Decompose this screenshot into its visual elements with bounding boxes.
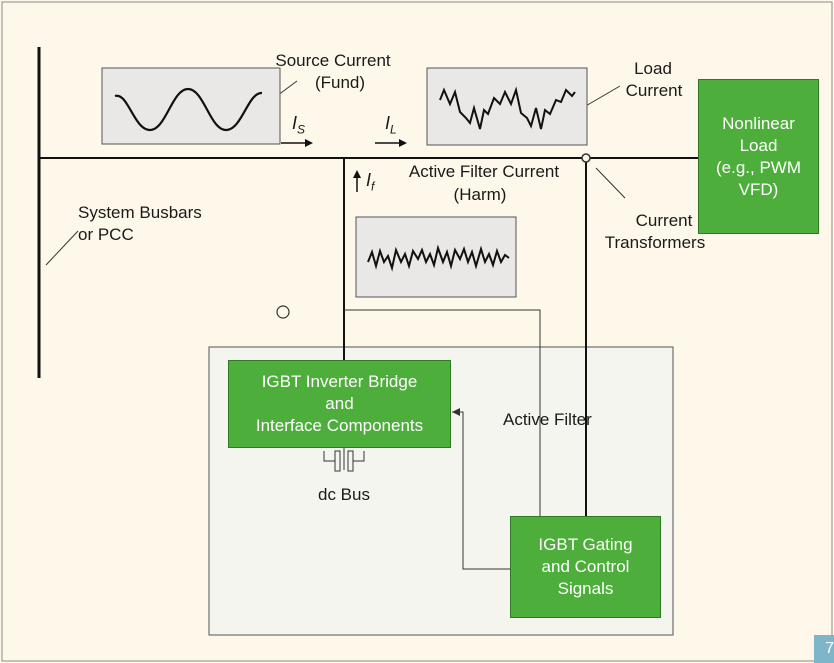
active-filter-current-sub-label: (Harm) bbox=[453, 185, 507, 204]
il-symbol: IL bbox=[385, 113, 397, 137]
ct-marker bbox=[581, 153, 591, 163]
source-current-label: Source Current bbox=[275, 51, 391, 70]
voltage-sense-line bbox=[344, 309, 541, 516]
load-waveform bbox=[439, 86, 576, 130]
active-filter-label: Active Filter bbox=[503, 410, 592, 429]
node-symbol bbox=[276, 305, 290, 319]
gating-signal-arrow bbox=[452, 408, 460, 416]
system-busbars-label-1: System Busbars bbox=[78, 203, 202, 222]
system-busbars-label-2: or PCC bbox=[78, 225, 134, 244]
source-current-sub-label: (Fund) bbox=[314, 73, 366, 92]
igbt-gating-box: IGBT Gating and Control Signals bbox=[510, 516, 661, 618]
source-waveform bbox=[114, 87, 263, 132]
load-waveform-panel bbox=[426, 67, 588, 146]
igbt-inverter-box: IGBT Inverter Bridge and Interface Compo… bbox=[228, 360, 451, 448]
ct-leader bbox=[595, 167, 626, 199]
load-leader bbox=[583, 85, 621, 108]
dc-bus-label: dc Bus bbox=[318, 485, 370, 504]
current-transformers-label-2: Transformers bbox=[604, 233, 706, 252]
load-current-label-1: Load bbox=[634, 59, 672, 78]
current-transformers-label-1: Current bbox=[635, 211, 693, 230]
is-symbol: IS bbox=[292, 113, 306, 137]
page-badge: 7 bbox=[814, 635, 834, 663]
busbar-leader bbox=[45, 230, 79, 266]
active-filter-current-label: Active Filter Current bbox=[408, 162, 560, 181]
if-symbol: If bbox=[366, 170, 375, 194]
source-waveform-panel bbox=[101, 67, 281, 145]
nonlinear-load-box: Nonlinear Load (e.g., PWM VFD) bbox=[698, 79, 819, 234]
load-current-label-2: Current bbox=[625, 81, 683, 100]
filter-waveform bbox=[367, 244, 510, 272]
